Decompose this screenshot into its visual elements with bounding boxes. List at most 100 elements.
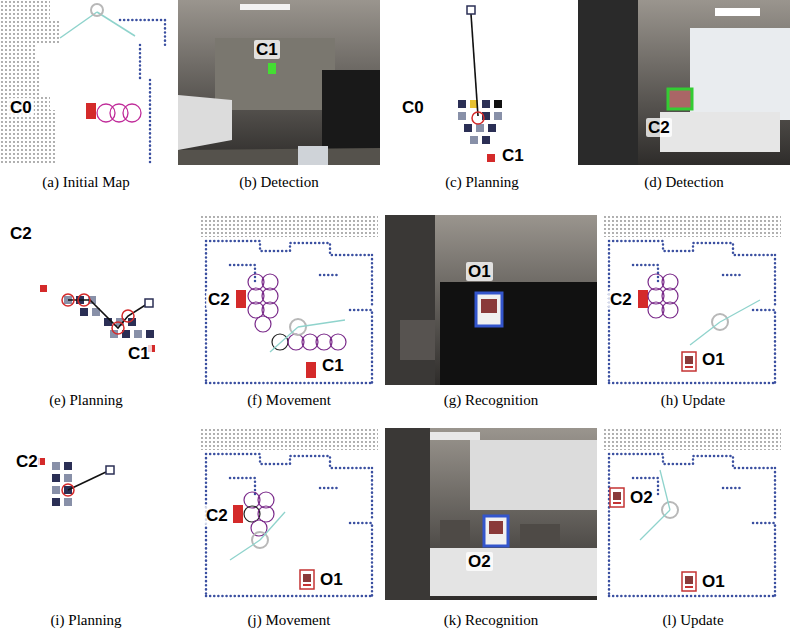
planning-grid: [494, 100, 502, 108]
planning-grid: [146, 330, 154, 338]
occupancy-map: [298, 320, 345, 327]
camera-photo: [520, 524, 560, 548]
subfigure-caption: (k) Recognition: [444, 612, 539, 629]
camera-photo: [668, 89, 692, 109]
camera-photo: [430, 432, 480, 440]
camera-photo: [178, 95, 232, 150]
initial-map: [0, 0, 172, 165]
callout-label: C2: [14, 452, 40, 471]
callout-label: C2: [204, 506, 230, 525]
camera-photo: [489, 521, 503, 534]
planning-grid: [464, 124, 472, 132]
figure-panel: C1 (b) Detection: [178, 0, 380, 194]
camera-photo: [715, 8, 760, 16]
camera-photo: [385, 215, 597, 385]
callout-label: C1: [320, 356, 346, 375]
occupancy-map: [690, 322, 720, 345]
subfigure-caption: (i) Planning: [50, 612, 121, 629]
occupancy-map: [720, 300, 760, 322]
planning-grid: [471, 14, 478, 116]
camera-photo: [578, 0, 638, 165]
callout-label: C2: [608, 290, 634, 309]
initial-map: [123, 104, 141, 122]
figure-panel: C2(d) Detection: [578, 0, 790, 194]
figure-panel: C2 (i) Planning: [0, 428, 172, 632]
figure-panel: C0C1(c) Planning: [392, 0, 572, 194]
camera-photo: [484, 516, 508, 546]
initial-map: [91, 4, 103, 16]
occupancy-map: [610, 488, 624, 507]
occupancy-map: [233, 505, 243, 523]
camera-photo: [385, 215, 597, 385]
initial-map: [0, 0, 172, 165]
planning-grid: [494, 112, 502, 120]
planning-grid: [482, 136, 490, 144]
camera-photo: [385, 215, 435, 385]
camera-photo: [178, 0, 380, 165]
camera-photo: [400, 320, 435, 360]
occupancy-map: [638, 290, 648, 308]
subfigure-caption: (l) Update: [662, 612, 723, 629]
occupancy-map: [682, 352, 696, 371]
planning-grid: [0, 428, 172, 600]
planning-grid: [0, 215, 172, 385]
callout-label: C1: [254, 40, 280, 59]
callout-label: C1: [500, 146, 526, 165]
occupancy-map: [300, 570, 314, 589]
planning-grid: [104, 318, 112, 326]
figure-panel: C2O1 (h) Update: [603, 215, 783, 412]
occupancy-map: [603, 428, 781, 598]
camera-photo: [385, 428, 597, 600]
callout-label: O1: [700, 572, 727, 591]
occupancy-map: [230, 540, 260, 560]
occupancy-map: [255, 316, 271, 332]
initial-map: [97, 12, 135, 36]
occupancy-map: [640, 510, 670, 540]
initial-map: [60, 12, 97, 38]
planning-grid: [487, 154, 495, 162]
camera-photo: [178, 0, 380, 165]
planning-grid: [472, 112, 484, 124]
planning-grid: [458, 112, 466, 120]
camera-photo: [481, 299, 497, 313]
subfigure-caption: (h) Update: [661, 392, 726, 409]
occupancy-map: [330, 334, 346, 350]
planning-grid: [122, 310, 134, 322]
camera-photo: [578, 0, 790, 165]
camera-photo: [440, 282, 597, 385]
callout-label: C0: [400, 98, 426, 117]
figure-panel: C2C1(e) Planning: [0, 215, 172, 412]
callout-label: O1: [700, 350, 727, 369]
planning-grid: [52, 462, 60, 470]
camera-photo: [298, 146, 328, 165]
camera-photo: [470, 440, 597, 510]
figure-panel: C2C1(f) Movement: [200, 215, 378, 412]
occupancy-map: [236, 290, 246, 308]
planning-grid: [0, 215, 172, 385]
occupancy-map: [200, 215, 378, 385]
camera-photo: [690, 28, 790, 120]
planning-grid: [482, 100, 490, 108]
subfigure-caption: (b) Detection: [239, 174, 319, 191]
camera-photo: [322, 70, 380, 152]
camera-photo: [578, 0, 790, 165]
occupancy-map: [603, 215, 781, 385]
occupancy-map: [603, 215, 781, 385]
callout-label: O2: [628, 488, 655, 507]
planning-grid: [40, 285, 47, 292]
planning-grid: [64, 462, 72, 470]
occupancy-map: [270, 327, 298, 352]
occupancy-map: [306, 362, 316, 378]
figure-panel: O2 (k) Recognition: [385, 428, 597, 632]
planning-grid: [467, 6, 475, 14]
initial-map: [0, 0, 60, 165]
camera-photo: [476, 293, 502, 326]
planning-grid: [62, 294, 74, 306]
planning-grid: [134, 330, 142, 338]
camera-photo: [385, 428, 597, 600]
initial-map: [86, 103, 96, 119]
planning-grid: [392, 0, 572, 165]
planning-grid: [145, 299, 153, 307]
callout-label: O2: [466, 552, 493, 571]
